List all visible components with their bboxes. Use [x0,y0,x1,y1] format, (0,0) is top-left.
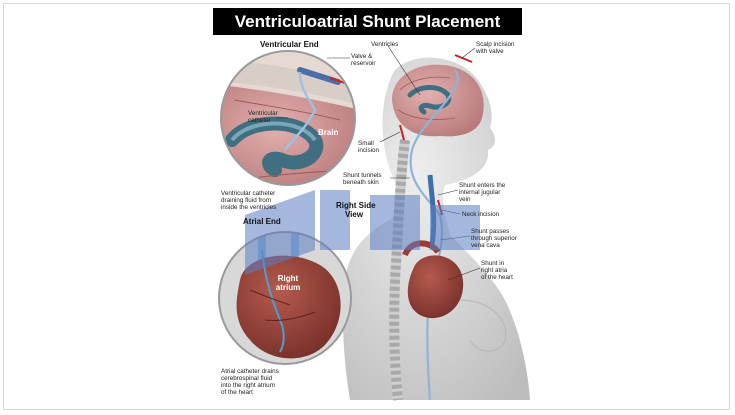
ventricular-end-header: Ventricular End [260,40,319,49]
spine [389,139,410,401]
ventricles-callout: Ventricles [371,41,399,48]
image-frame [3,3,730,410]
atrial-end-header: Atrial End [243,217,281,226]
right-atrium-label: Right atrium [275,274,301,292]
valve-reservoir-callout: Valve &reservoir [351,53,376,67]
inset-ventricular-ring [220,50,356,186]
neck-incision-callout: Neck incision [462,211,500,218]
brain-label: Brain [318,128,339,137]
watermark [245,190,480,275]
diagram-title: Ventriculoatrial Shunt Placement [213,8,522,35]
head-brain [392,64,484,137]
right-side-view-header: Right Side View [336,201,376,219]
